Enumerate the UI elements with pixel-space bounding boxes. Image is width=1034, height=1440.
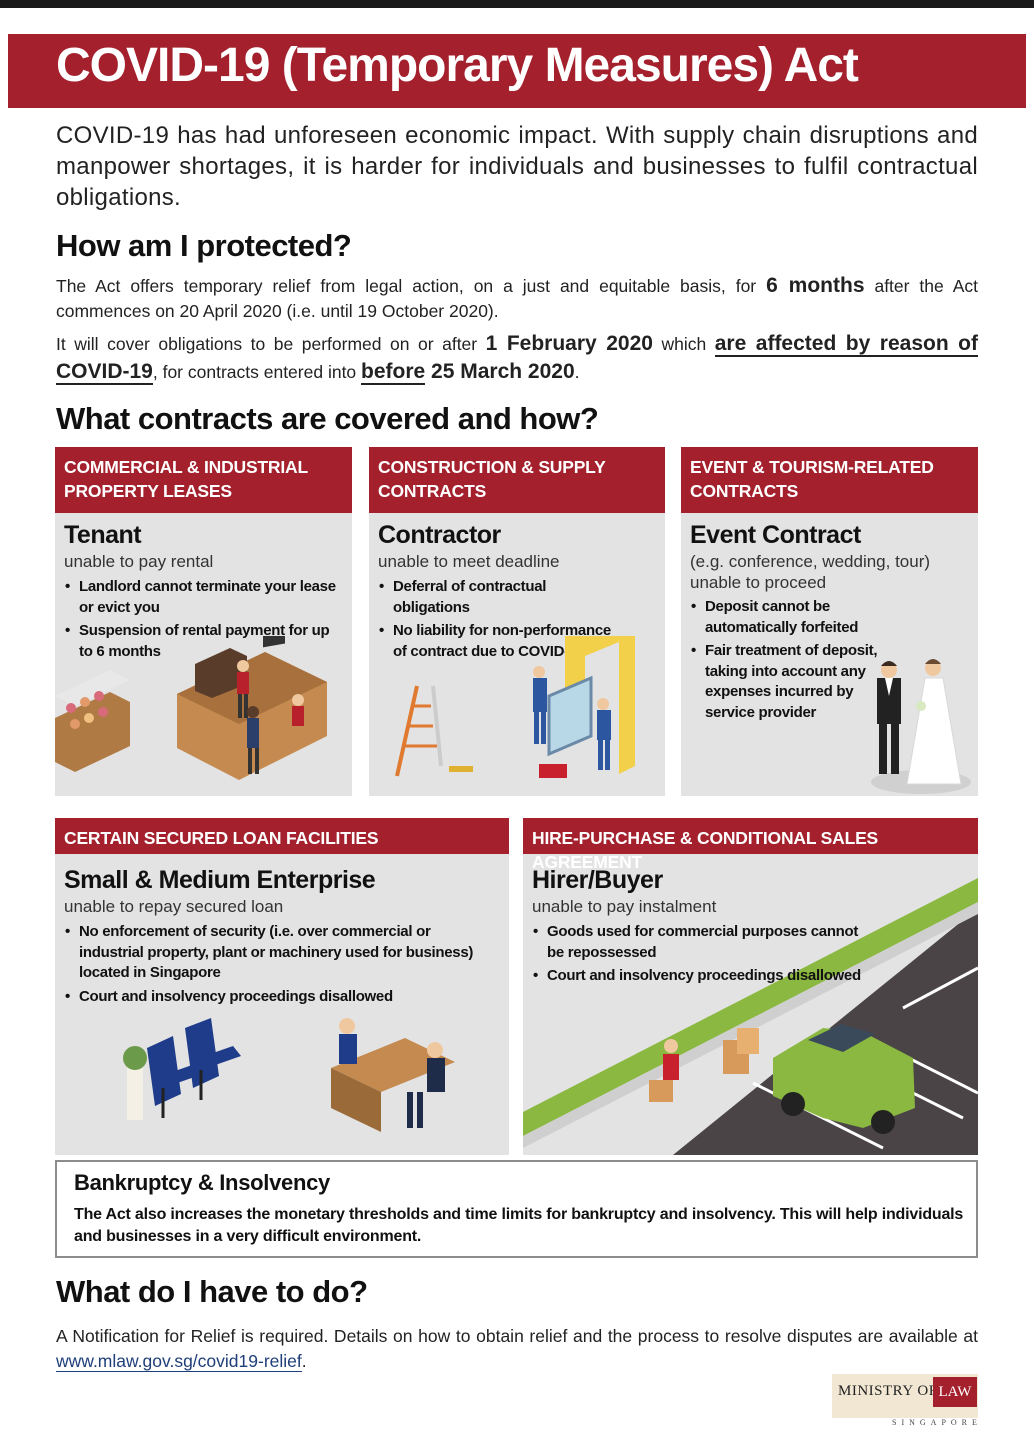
ministry-of-law-logo: MINISTRY OF LAW — [832, 1374, 978, 1418]
infographic-page: COVID-19 (Temporary Measures) Act COVID-… — [0, 8, 1034, 1440]
list-item: Deferral of contractual obligations — [378, 577, 618, 618]
wedding-couple-illustration — [871, 659, 971, 794]
card-subtitle: unable to pay instalment — [532, 897, 717, 916]
card-header: HIRE-PURCHASE & CONDITIONAL SALES AGREEM… — [523, 818, 978, 872]
card-construction-supply: CONSTRUCTION & SUPPLY CONTRACTS Contract… — [369, 447, 665, 796]
todo-paragraph: A Notification for Relief is required. D… — [56, 1326, 978, 1372]
list-item: No liability for non-performance of cont… — [378, 621, 618, 662]
card-event-tourism: EVENT & TOURISM-RELATED CONTRACTS Event … — [681, 447, 978, 796]
protection-paragraph-1: The Act offers temporary relief from leg… — [56, 274, 979, 321]
card-title: Hirer/Buyer — [532, 866, 663, 894]
list-item: Deposit cannot be automatically forfeite… — [690, 597, 890, 638]
logo-singapore: SINGAPORE — [892, 1418, 982, 1427]
card-property-leases: COMMERCIAL & INDUSTRIAL PROPERTY LEASES … — [55, 447, 352, 796]
page-title: COVID-19 (Temporary Measures) Act — [56, 39, 859, 92]
start-date-highlight: 1 February 2020 — [485, 332, 653, 355]
card-hire-purchase: HIRE-PURCHASE & CONDITIONAL SALES AGREEM… — [523, 818, 978, 1155]
list-item: Landlord cannot terminate your lease or … — [64, 577, 344, 618]
bankruptcy-text: The Act also increases the monetary thre… — [74, 1206, 964, 1245]
intro-paragraph: COVID-19 has had unforeseen economic imp… — [56, 122, 978, 211]
before-highlight: before — [361, 360, 426, 385]
card-header: CERTAIN SECURED LOAN FACILITIES — [55, 818, 509, 854]
list-item: Suspension of rental payment for up to 6… — [64, 621, 344, 662]
business-meeting-illustration — [123, 1018, 455, 1132]
title-banner: COVID-19 (Temporary Measures) Act — [8, 34, 1026, 108]
cutoff-date-highlight: 25 March 2020 — [425, 360, 575, 383]
card-bullets: Deferral of contractual obligations No l… — [378, 577, 618, 665]
duration-highlight: 6 months — [766, 274, 865, 297]
list-item: Fair treatment of deposit, taking into a… — [690, 641, 890, 723]
card-title: Contractor — [378, 521, 501, 549]
card-subtitle: unable to pay rental — [64, 552, 214, 571]
list-item: Court and insolvency proceedings disallo… — [64, 987, 484, 1008]
list-item: Court and insolvency proceedings disallo… — [532, 966, 862, 987]
card-title: Tenant — [64, 521, 142, 549]
bankruptcy-insolvency-box: Bankruptcy & Insolvency The Act also inc… — [55, 1160, 978, 1258]
card-bullets: Deposit cannot be automatically forfeite… — [690, 597, 890, 726]
heading-how-protected: How am I protected? — [56, 228, 352, 263]
card-subtitle: unable to meet deadline — [378, 552, 560, 571]
car-park-illustration — [523, 878, 978, 1155]
card-bullets: Landlord cannot terminate your lease or … — [64, 577, 344, 665]
logo-ministry-of: MINISTRY OF — [838, 1383, 938, 1399]
heading-contracts-covered: What contracts are covered and how? — [56, 401, 599, 436]
card-title: Small & Medium Enterprise — [64, 866, 376, 894]
protection-paragraph-2: It will cover obligations to be performe… — [56, 332, 978, 385]
card-subtitle: (e.g. conference, wedding, tour) unable … — [690, 552, 931, 592]
card-header: EVENT & TOURISM-RELATED CONTRACTS — [681, 447, 978, 513]
list-item: No enforcement of security (i.e. over co… — [64, 922, 484, 984]
card-header: COMMERCIAL & INDUSTRIAL PROPERTY LEASES — [55, 447, 352, 513]
logo-law: LAW — [933, 1377, 977, 1407]
heading-what-to-do: What do I have to do? — [56, 1274, 368, 1309]
construction-illustration — [395, 636, 635, 778]
card-title: Event Contract — [690, 521, 861, 549]
relief-link[interactable]: www.mlaw.gov.sg/covid19-relief — [56, 1351, 302, 1372]
card-header: CONSTRUCTION & SUPPLY CONTRACTS — [369, 447, 665, 513]
card-bullets: No enforcement of security (i.e. over co… — [64, 922, 484, 1010]
card-secured-loans: CERTAIN SECURED LOAN FACILITIES Small & … — [55, 818, 509, 1155]
list-item: Goods used for commercial purposes canno… — [532, 922, 862, 963]
card-bullets: Goods used for commercial purposes canno… — [532, 922, 862, 990]
bankruptcy-title: Bankruptcy & Insolvency — [74, 1170, 330, 1195]
cafe-illustration — [55, 636, 327, 780]
covid-affected-highlight: are affected by reason of COVID-19 — [56, 332, 978, 385]
card-subtitle: unable to repay secured loan — [64, 897, 284, 916]
